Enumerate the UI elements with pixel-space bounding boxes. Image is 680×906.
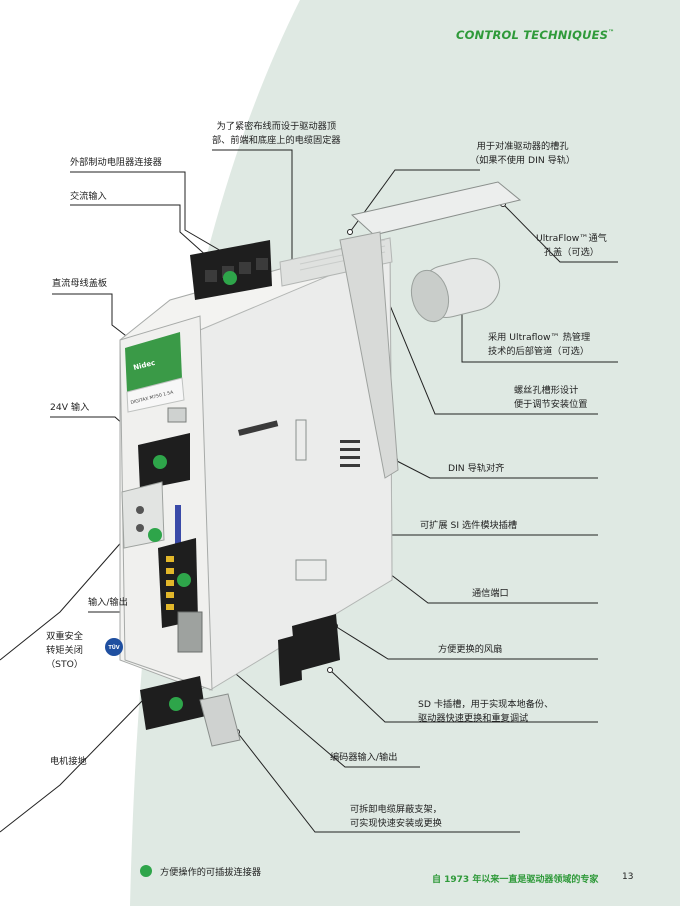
connector-24v xyxy=(138,433,190,490)
callout-encoder: 编码器输入/输出 xyxy=(330,752,398,763)
leader-sd-slot xyxy=(329,669,598,723)
leader-motor-ground xyxy=(0,699,144,833)
leader-rear-duct xyxy=(461,292,618,363)
leader-din-slot xyxy=(349,169,480,233)
footer-tagline: 自 1973 年以来一直是驱动器领域的专家 xyxy=(432,875,599,885)
callout-si-slot: 可扩展 SI 选件模块插槽 xyxy=(420,520,518,531)
leader-brake-resistor xyxy=(70,171,241,263)
legend-text: 方便操作的可插拔连接器 xyxy=(160,867,262,878)
callout-din-slot: 用于对准驱动器的槽孔（如果不使用 DIN 导轨） xyxy=(470,141,576,166)
leader-shield-bracket xyxy=(236,731,520,833)
leader-keyhole xyxy=(371,261,598,415)
legend: 方便操作的可插拔连接器 xyxy=(140,864,261,878)
callout-24v-input: 24V 输入 xyxy=(50,402,90,413)
callout-din-align: DIN 导轨对齐 xyxy=(448,463,505,474)
callout-sto: 双重安全转矩关闭（STO） xyxy=(46,631,84,670)
leader-din-align xyxy=(394,459,598,479)
io-connector xyxy=(158,538,198,628)
leader-sto xyxy=(0,529,133,661)
callout-brake-resistor: 外部制动电阻器连接器 xyxy=(70,157,162,168)
callout-ac-input: 交流输入 xyxy=(70,191,107,202)
callout-motor-ground: 电机接地 xyxy=(50,756,87,767)
callout-ultraflow-cover: UltraFlow™通气孔盖（可选） xyxy=(536,233,607,258)
callout-fan: 方便更换的风扇 xyxy=(438,644,503,655)
callout-rear-duct: 采用 Ultraflow™ 热管理技术的后部管道（可选） xyxy=(488,332,591,357)
top-connectors xyxy=(190,240,272,300)
callout-comms-port: 通信端口 xyxy=(472,588,509,599)
callout-shield-bracket: 可拆卸电缆屏蔽支架，可实现快速安装或更换 xyxy=(350,804,442,829)
callout-keyhole: 螺丝孔槽形设计便于调节安装位置 xyxy=(514,385,588,410)
leader-cable-clamps xyxy=(212,149,293,262)
legend-dot-icon xyxy=(140,865,152,877)
callout-sd-slot: SD 卡插槽，用于实现本地备份、驱动器快速更换和重复调试 xyxy=(418,699,554,724)
callout-cable-clamps: 为了紧密布线而设于驱动器顶部、前端和底座上的电缆固定器 xyxy=(212,121,341,146)
leader-ultraflow-cover xyxy=(502,203,618,263)
motor-connector xyxy=(140,676,206,730)
tuv-badge: TÜV xyxy=(108,644,119,651)
callout-io: 输入/输出 xyxy=(88,597,128,608)
rear-duct-tube xyxy=(410,258,501,323)
leader-fan xyxy=(334,625,598,660)
brand-logo: CONTROL TECHNIQUES™ xyxy=(456,28,615,42)
callout-dc-bus-cover: 直流母线盖板 xyxy=(52,278,108,289)
page-number: 13 xyxy=(622,872,634,882)
